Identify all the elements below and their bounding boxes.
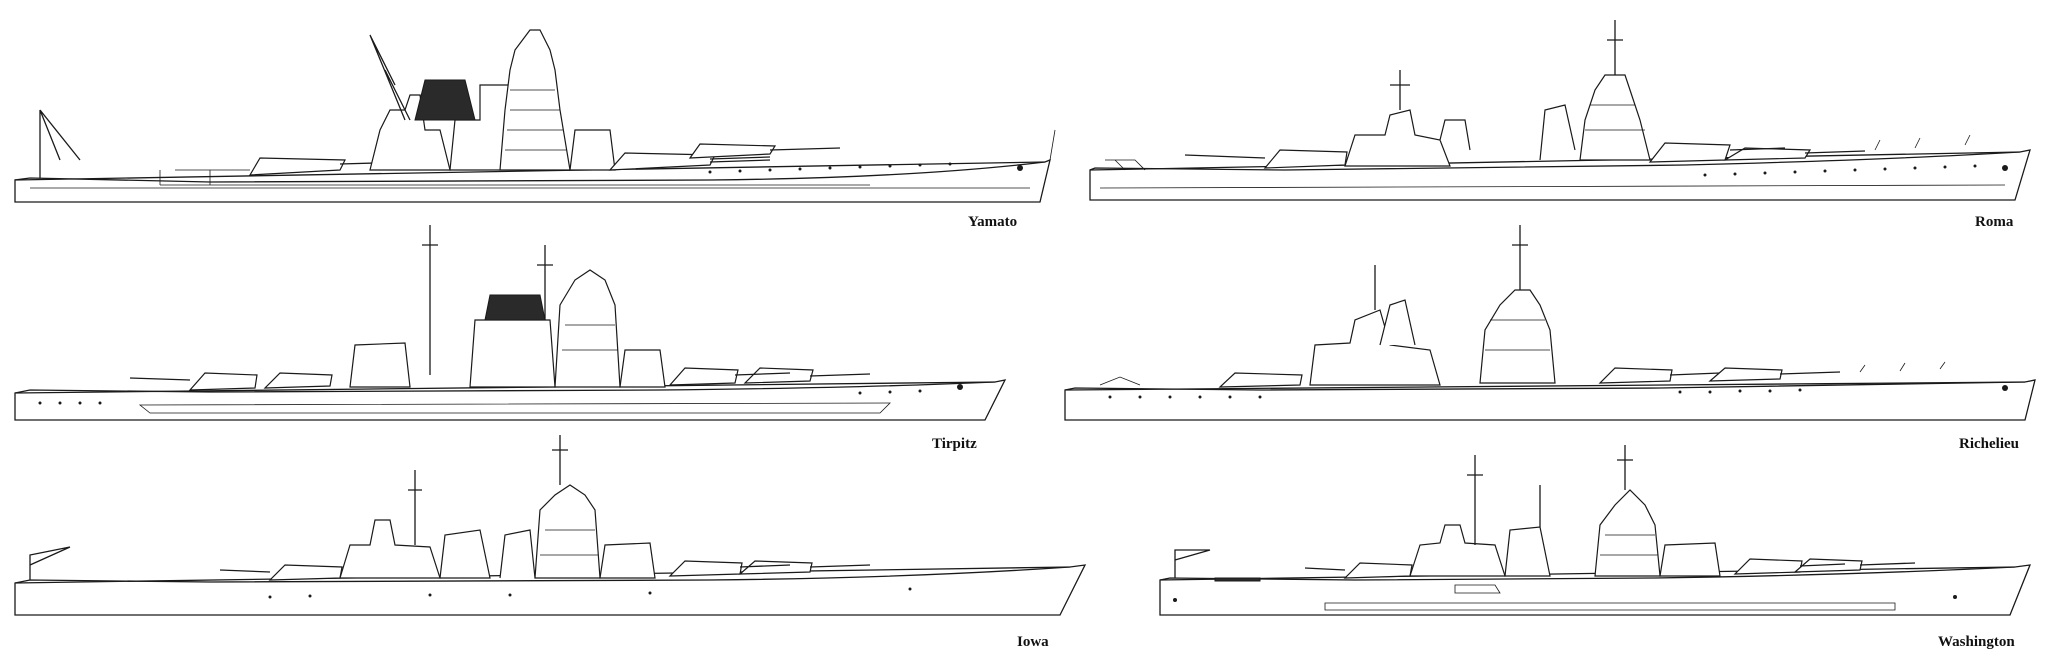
ship-drawing-richelieu	[1060, 225, 2040, 425]
washington-profile-icon	[1159, 445, 2032, 616]
ship-drawing-roma	[1085, 10, 2040, 210]
ship-label-tirpitz: Tirpitz	[932, 436, 977, 452]
iowa-profile-icon	[14, 435, 1087, 616]
yamato-profile-icon	[14, 29, 1056, 203]
tirpitz-profile-icon	[14, 225, 1007, 421]
ship-drawing-washington	[1155, 435, 2035, 625]
roma-profile-icon	[1089, 20, 2031, 201]
ship-drawing-iowa	[10, 435, 1090, 625]
richelieu-profile-icon	[1064, 225, 2036, 421]
ship-label-yamato: Yamato	[968, 214, 1018, 230]
ship-label-washington: Washington	[1938, 634, 2015, 650]
ship-drawing-tirpitz	[10, 225, 1020, 425]
ship-label-richelieu: Richelieu	[1959, 436, 2019, 452]
ship-label-roma: Roma	[1975, 214, 2014, 230]
ship-label-iowa: Iowa	[1017, 634, 1049, 650]
ship-drawing-yamato	[10, 10, 1060, 210]
